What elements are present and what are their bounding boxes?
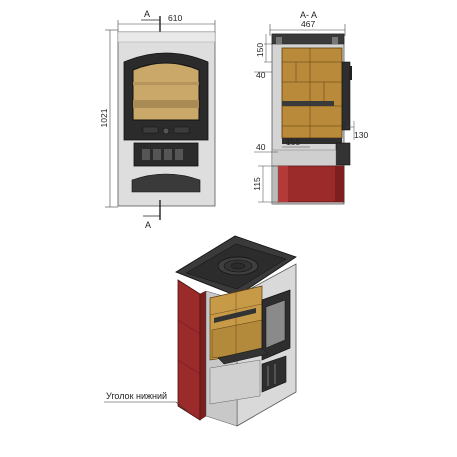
- front-view: 610 A 1021: [99, 9, 216, 230]
- front-height-label: 1021: [99, 108, 109, 127]
- dim-40-lower-label: 40: [256, 142, 266, 152]
- section-title: A- A: [300, 10, 317, 20]
- red-plinth: [277, 165, 345, 203]
- isometric-view: Уголок нижний: [104, 235, 297, 427]
- callout-label: Уголок нижний: [106, 391, 167, 401]
- section-depth-label: 467: [301, 19, 315, 29]
- dim-130-label: 130: [354, 130, 368, 140]
- iso-red-side-panel: [177, 279, 201, 421]
- section-marker-bottom: A: [145, 220, 151, 230]
- fire-door: [123, 52, 209, 141]
- base-opening: [131, 173, 201, 193]
- section-view: A- A 467: [252, 10, 368, 205]
- dim-115-label: 115: [252, 177, 262, 191]
- dim-155-label: 155: [286, 137, 300, 147]
- front-width-label: 610: [168, 13, 182, 23]
- firebrick-chamber: [281, 47, 343, 139]
- section-door-profile: [341, 61, 351, 131]
- ash-door: [133, 142, 199, 167]
- door-handle: [162, 127, 170, 135]
- dim-150-label: 150: [255, 43, 265, 57]
- section-marker-top: A: [144, 9, 150, 19]
- dim-40-upper-label: 40: [256, 70, 266, 80]
